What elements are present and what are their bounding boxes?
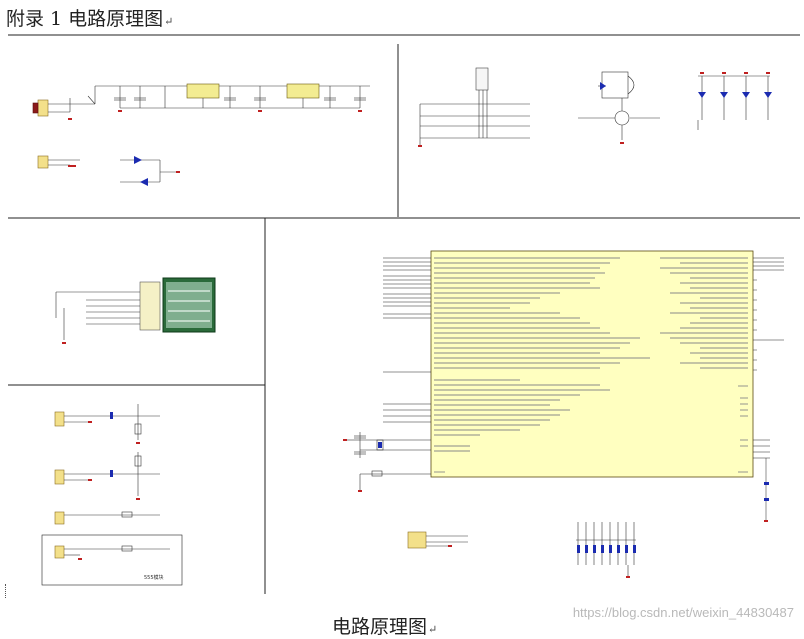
figure-caption: 电路原理图↵	[332, 612, 437, 639]
connector-rows	[41, 404, 183, 586]
ground-symbols-top	[68, 110, 362, 120]
figure-caption-text: 电路原理图	[332, 616, 428, 638]
section-dividers	[8, 34, 800, 594]
regulator-1	[186, 83, 220, 99]
resistor-ladder	[576, 522, 636, 576]
regulator-2	[286, 83, 320, 99]
program-header	[407, 531, 468, 549]
mcu-tick-marks	[753, 279, 757, 371]
mcu-left-pins	[360, 257, 431, 475]
leds-top-left	[134, 156, 148, 186]
appendix-title-text: 附录 1 电路原理图	[6, 8, 164, 30]
transistor-section	[578, 71, 660, 140]
mcu-right-text-rows	[660, 257, 748, 473]
led-symbols	[698, 92, 772, 98]
lcd-section	[55, 281, 161, 340]
crystal-network	[345, 432, 384, 490]
mcu-left-text-rows	[434, 257, 650, 473]
sensor-connector-section	[37, 155, 178, 183]
lcd-text-rows	[168, 290, 210, 322]
mcu-right-pins	[753, 257, 784, 520]
mcu-chip	[430, 250, 754, 478]
keypad-section	[419, 67, 530, 145]
555-module-box	[41, 534, 183, 586]
appendix-title: 附录 1 电路原理图↵	[6, 4, 173, 31]
power-supply-section	[32, 83, 370, 117]
555-module-label: 555模块	[144, 574, 164, 581]
page-edge-marker	[5, 584, 7, 598]
paragraph-mark: ↵	[428, 623, 438, 636]
paragraph-mark: ↵	[164, 15, 174, 28]
power-jack	[37, 99, 49, 117]
watermark-url: https://blog.csdn.net/weixin_44830487	[572, 605, 794, 620]
led-array	[697, 75, 770, 130]
